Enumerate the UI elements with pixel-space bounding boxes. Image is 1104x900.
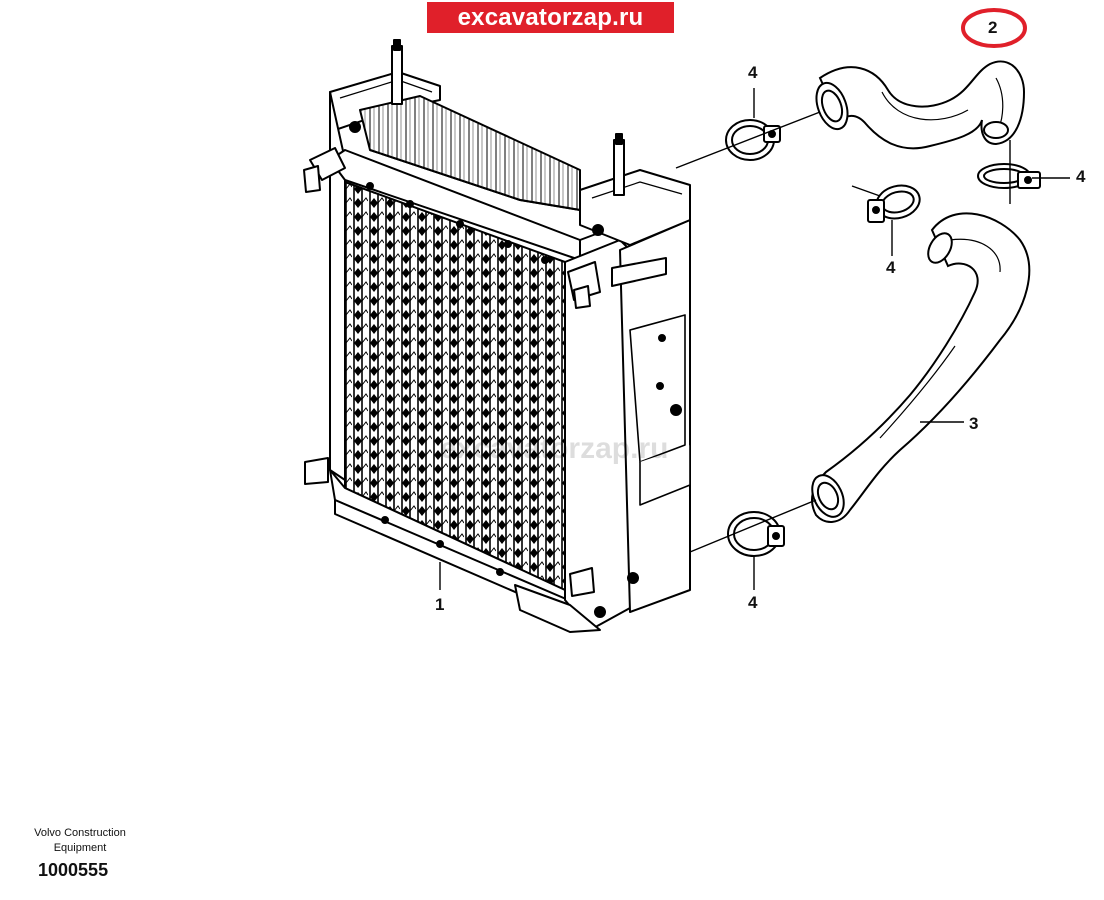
callout-4-middle: 4 <box>886 258 896 277</box>
callout-4-top-left: 4 <box>748 63 758 82</box>
document-number: 1000555 <box>38 860 109 880</box>
brand-label: Volvo Construction Equipment <box>22 826 138 856</box>
clamp-lower-left-icon <box>727 511 785 557</box>
clamp-middle-icon <box>867 184 921 223</box>
upper-hose-icon <box>815 60 1026 150</box>
watermark: excavatorzap.ru <box>440 432 669 465</box>
lower-hose-icon <box>810 212 1031 523</box>
highlight-circle <box>961 8 1027 48</box>
callout-2: 2 <box>988 18 998 37</box>
callout-3: 3 <box>969 414 979 433</box>
callout-4-bottom: 4 <box>748 593 758 612</box>
brand-line-2: Equipment <box>53 842 107 854</box>
callout-4-right: 4 <box>1076 167 1086 186</box>
leader-lines <box>439 88 1070 590</box>
brand-line-1: Volvo Construction <box>34 827 126 839</box>
clamp-upper-left-icon <box>725 119 781 161</box>
site-banner[interactable]: excavatorzap.ru <box>427 2 674 33</box>
clamp-upper-right-icon <box>977 163 1041 189</box>
callout-1: 1 <box>435 595 445 614</box>
radiator-icon <box>303 39 691 633</box>
